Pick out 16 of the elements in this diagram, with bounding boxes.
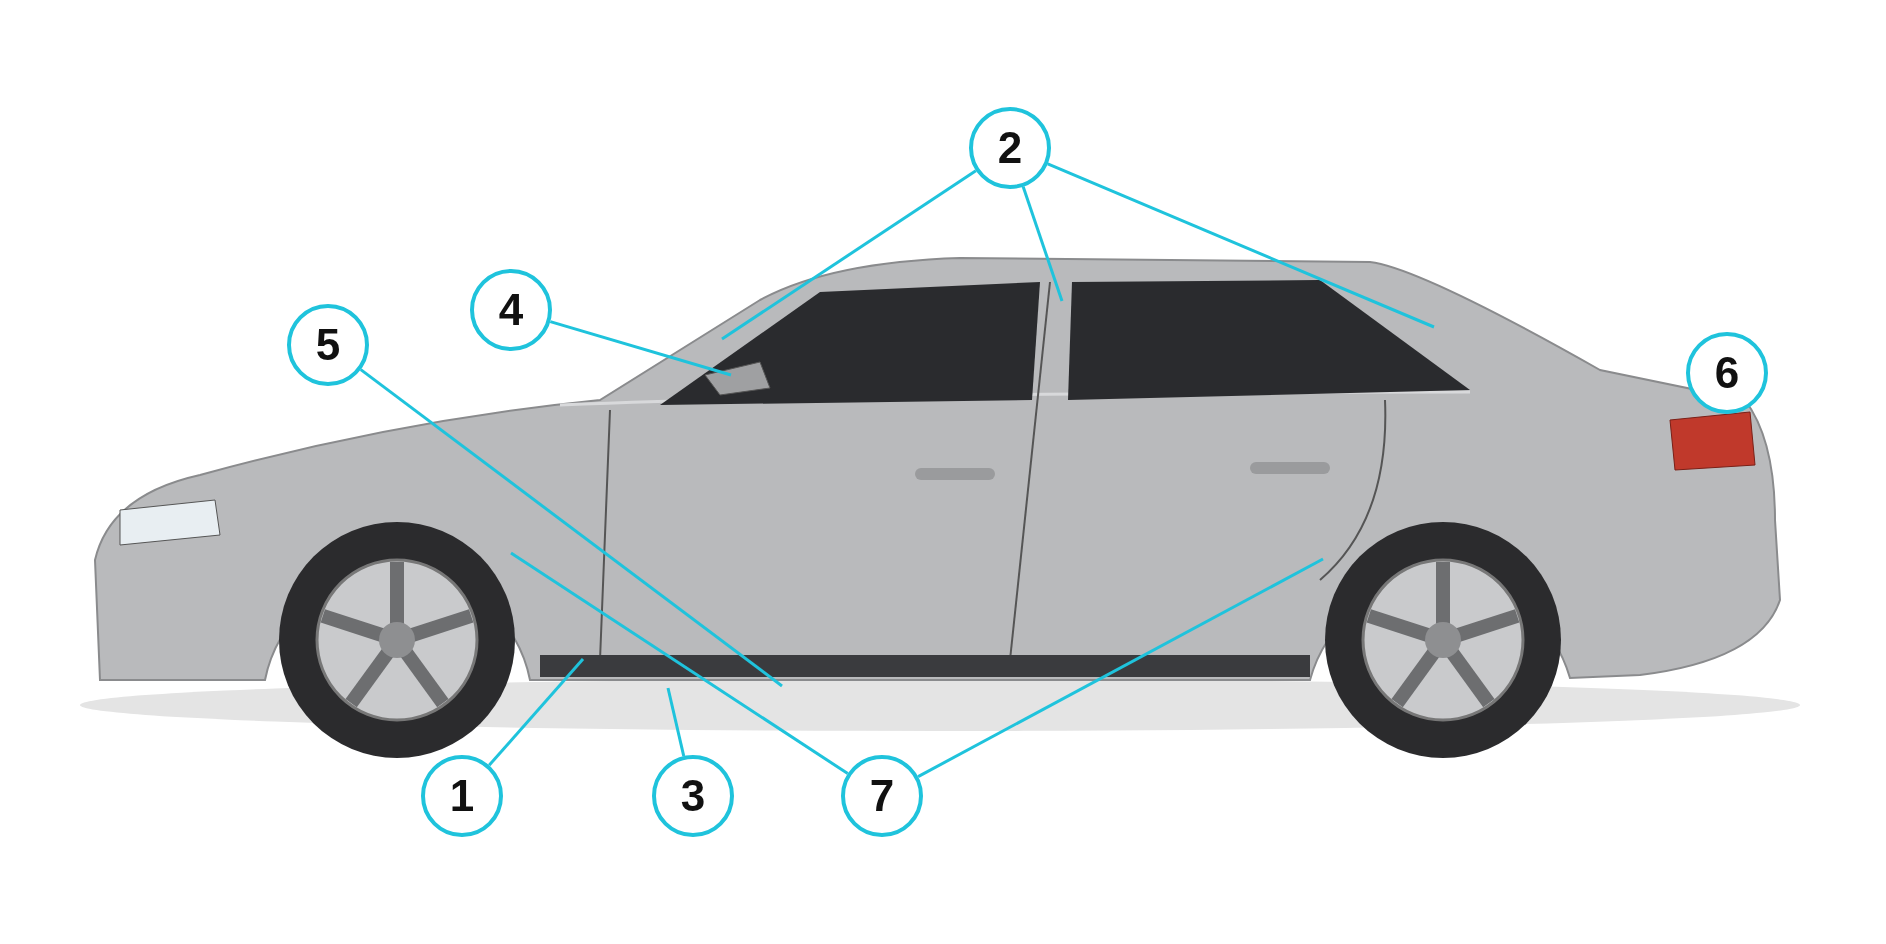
leader-line [721, 169, 977, 341]
leader-line [917, 557, 1324, 778]
leader-line [510, 551, 849, 775]
callout-number: 4 [470, 269, 552, 351]
leader-line [666, 687, 686, 757]
callout-number: 2 [969, 107, 1051, 189]
leader-line [488, 658, 585, 767]
callout-number: 5 [287, 304, 369, 386]
callout-number: 6 [1686, 332, 1768, 414]
leader-line [1021, 186, 1064, 302]
leader-line [549, 320, 732, 377]
callout-number: 1 [421, 755, 503, 837]
callout-number: 3 [652, 755, 734, 837]
callout-number: 7 [841, 755, 923, 837]
leader-line [359, 368, 783, 688]
leader-line [1047, 162, 1435, 329]
